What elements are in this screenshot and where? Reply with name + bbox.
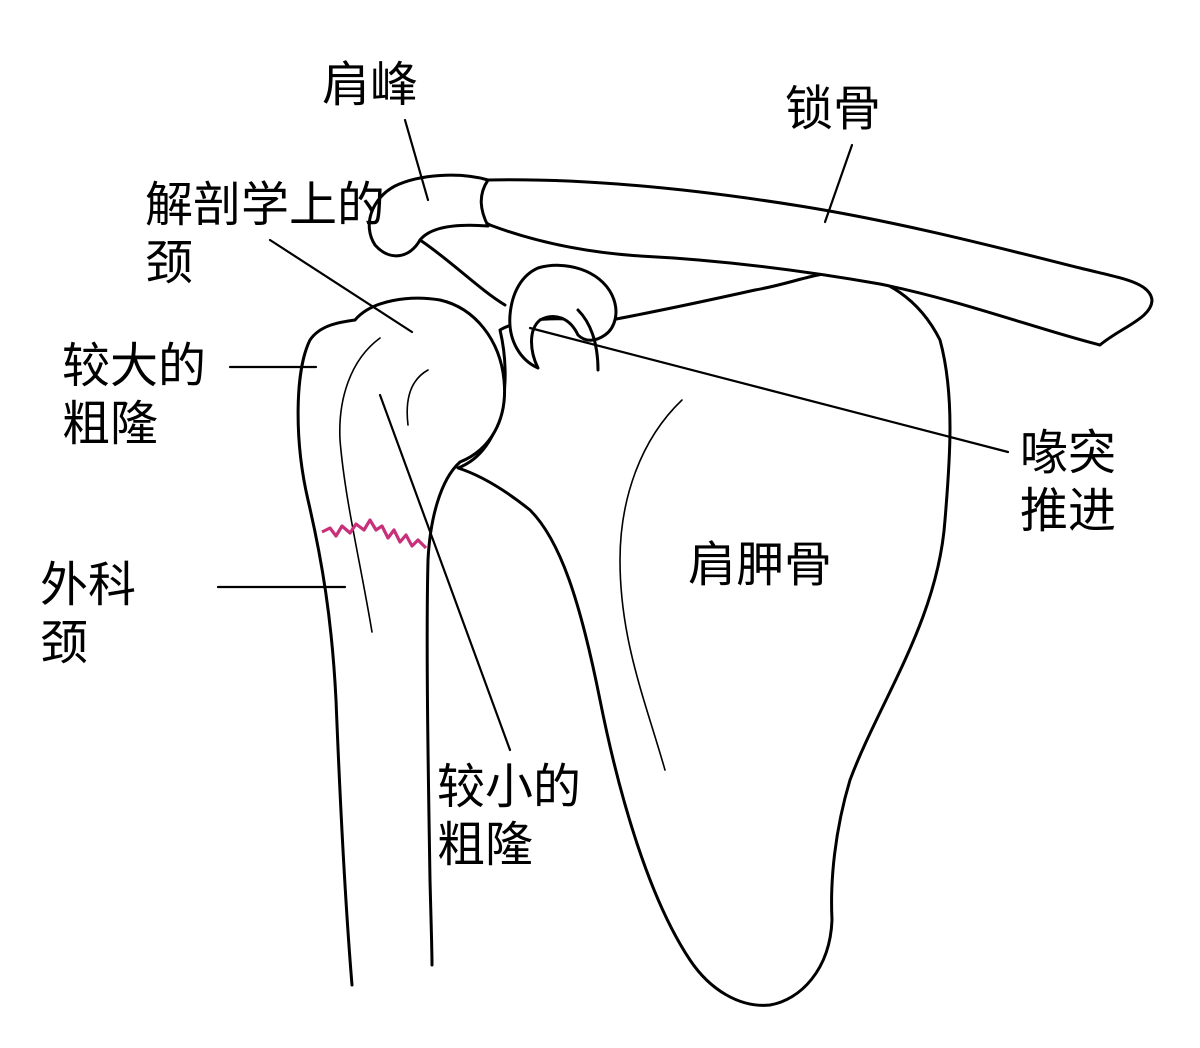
leader-clavicle: [823, 143, 854, 224]
leader-coracoid: [528, 326, 1010, 454]
label-clavicle: 锁骨: [785, 81, 882, 137]
leader-lesser-tuberosity: [378, 393, 512, 752]
label-acromion: 肩峰: [322, 57, 419, 113]
scapula-spine-line: [619, 399, 683, 771]
humerus-inner-line-1: [339, 337, 381, 633]
humerus-outline: [296, 296, 507, 987]
leader-anatomical-neck: [268, 238, 414, 334]
label-anatomical-neck: 解剖学上的 颈: [145, 177, 386, 291]
label-greater-tuberosity: 较大的 粗隆: [62, 338, 207, 452]
scapula-outline: [456, 270, 952, 1007]
fracture-line: [321, 518, 428, 550]
acromion-underside: [418, 238, 507, 307]
label-surgical-neck: 外科 颈: [40, 557, 137, 671]
clavicle-outline: [473, 178, 1154, 347]
acromion-outline: [367, 173, 490, 258]
label-scapula: 肩胛骨: [688, 537, 833, 593]
coracoid-inner: [576, 308, 600, 372]
humerus-inner-line-2: [406, 369, 429, 426]
label-lesser-tuberosity: 较小的 粗隆: [437, 759, 582, 873]
label-coracoid-process: 喙突 推进: [1020, 425, 1117, 539]
leader-acromion: [403, 118, 430, 202]
coracoid-outline: [508, 263, 618, 370]
